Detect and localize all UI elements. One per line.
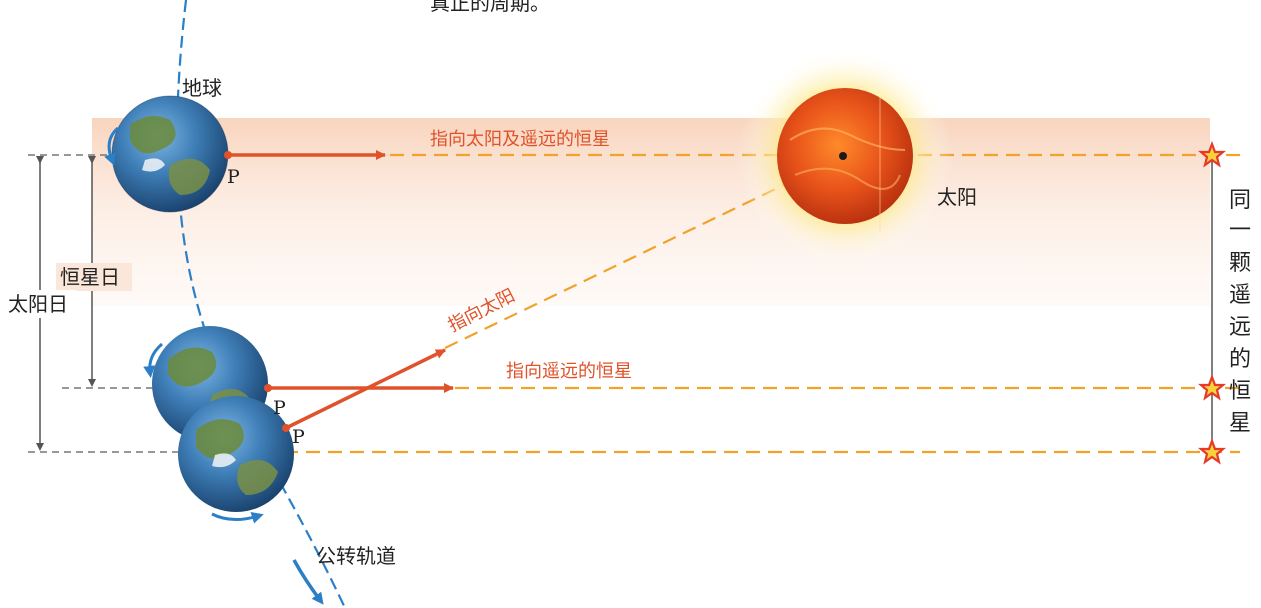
star-bottom (1197, 437, 1227, 465)
label-to-sun-and-star: 指向太阳及遥远的恒星 (430, 129, 610, 150)
p-point-2 (264, 384, 272, 392)
sun-label: 太阳 (937, 185, 977, 209)
p-point-1 (224, 151, 232, 159)
earth-position-1 (111, 95, 229, 213)
caption-char-7: 星 (1229, 411, 1251, 436)
orbit-label: 公转轨道 (316, 544, 396, 568)
sidereal-day-label: 恒星日 (60, 265, 120, 289)
caption-char-5: 的 (1229, 347, 1251, 372)
arrow-to-sun (285, 348, 446, 430)
caption-char-6: 恒 (1229, 379, 1251, 404)
rotation-arrow-mid (143, 342, 164, 378)
sightline-to-sun (444, 181, 791, 349)
star-top (1197, 140, 1227, 168)
solar-day-label: 太阳日 (8, 292, 68, 316)
caption-char-0: 同 (1229, 188, 1251, 213)
rotation-arrow-top (104, 126, 120, 166)
sidereal-label-bg (56, 263, 132, 291)
sidereal-band (92, 118, 1210, 306)
star-mid (1197, 373, 1227, 401)
vertical-caption: 同 一 颗 遥 远 的 恒 星 (1229, 188, 1251, 436)
earth-position-3 (178, 396, 294, 512)
label-to-star: 指向遥远的恒星 (506, 361, 632, 382)
top-text: 真正的周期。 (430, 0, 550, 15)
solar-label-bg (4, 290, 76, 318)
p-label-2: P (273, 397, 286, 419)
caption-char-4: 远 (1229, 315, 1251, 340)
rotation-arrow-bottom (211, 512, 264, 524)
caption-char-3: 遥 (1229, 283, 1251, 308)
caption-char-1: 一 (1229, 218, 1251, 243)
p-label-1: P (227, 166, 240, 188)
p-label-3: P (292, 426, 305, 448)
earth-label: 地球 (182, 76, 222, 100)
caption-char-2: 颗 (1229, 251, 1251, 276)
sun (737, 48, 953, 264)
orbit-direction-arrow (292, 559, 324, 605)
p-point-3 (282, 424, 290, 432)
